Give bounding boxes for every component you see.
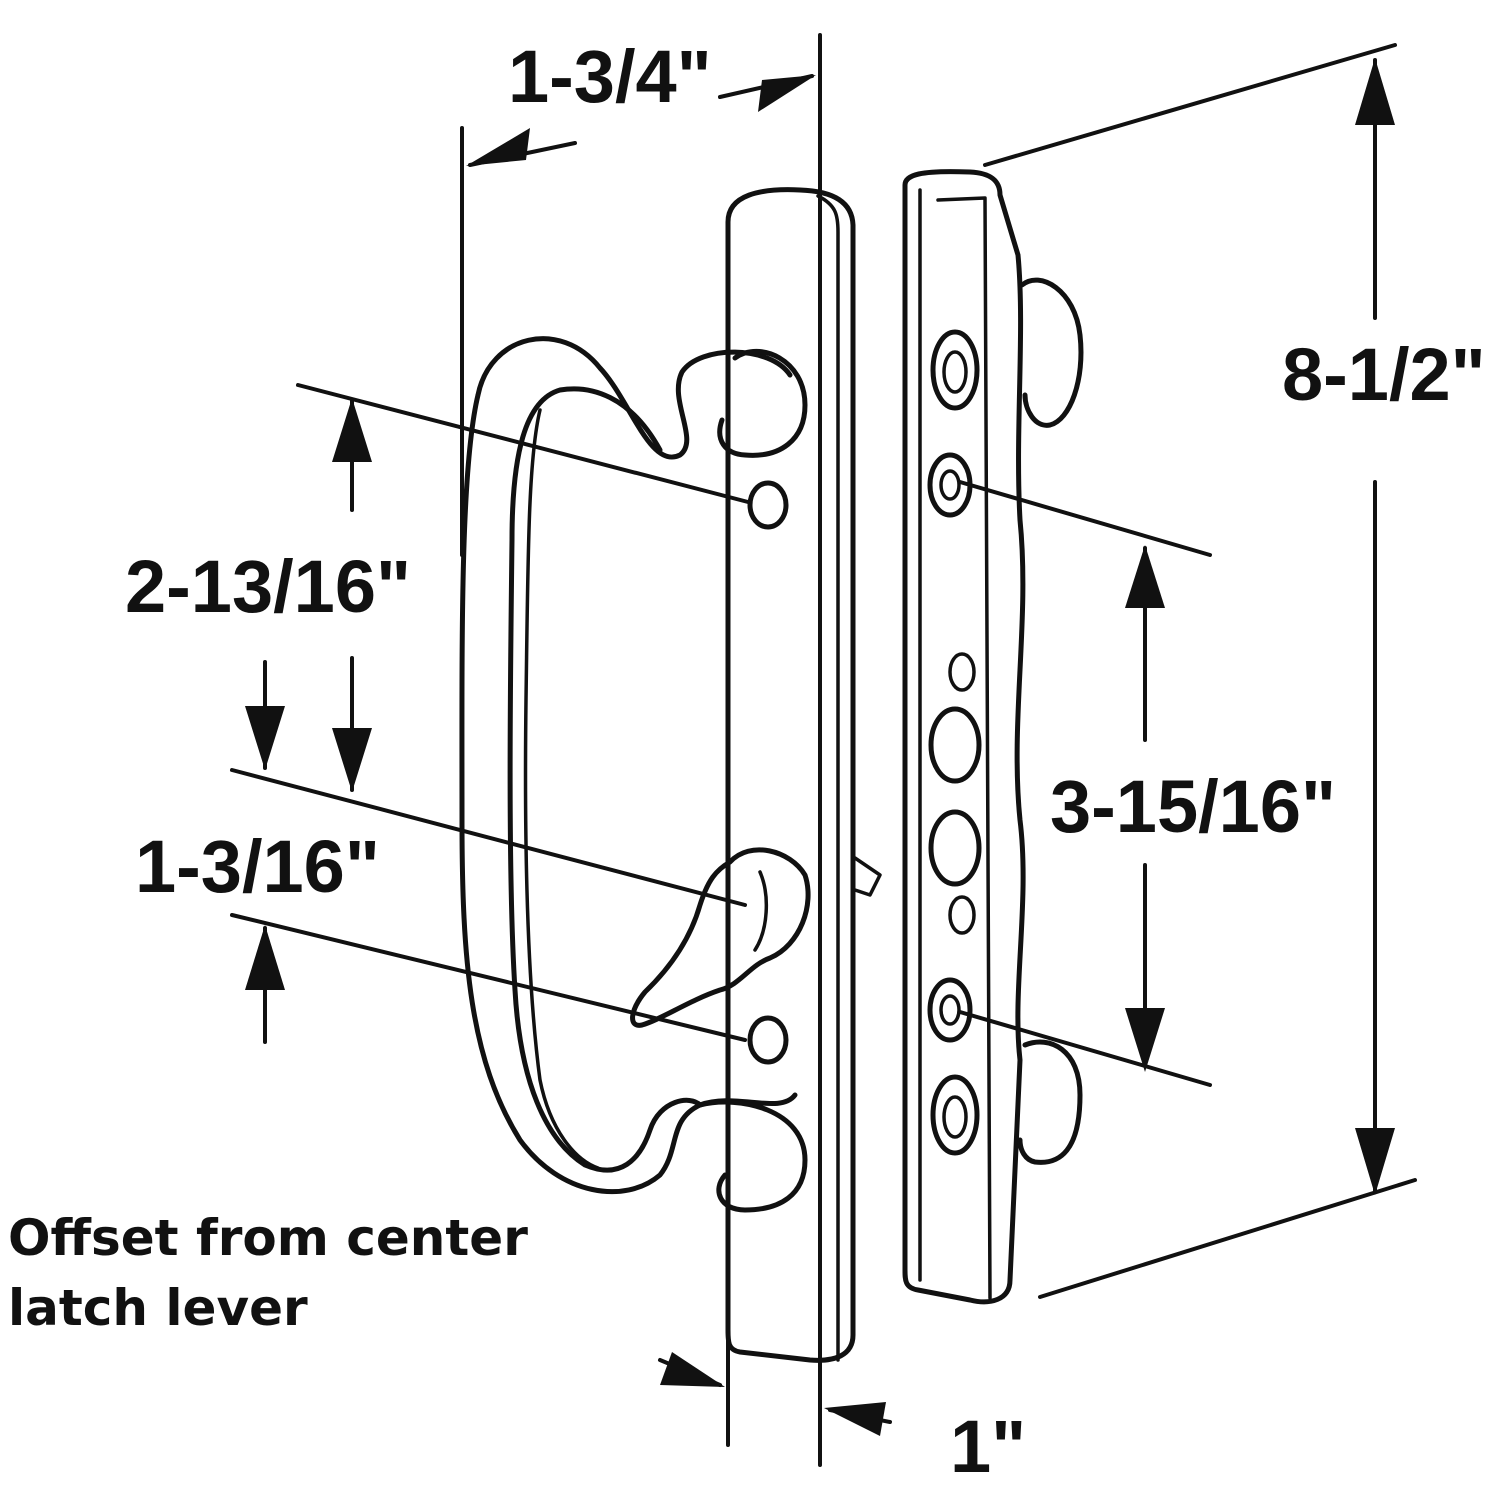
extension-lever — [230, 768, 747, 907]
arrow-spacing-down-icon — [332, 728, 372, 792]
arrow-right-icon — [758, 75, 816, 112]
label-handle-depth: 1-3/4" — [508, 35, 712, 118]
upper-screw-bore — [939, 469, 961, 501]
lower-mounting-hole-icon — [747, 1015, 789, 1065]
arrow-holes-down-icon — [1125, 1008, 1165, 1072]
interior-handle — [902, 169, 1084, 1305]
label-hole-to-lever-spacing: 2-13/16" — [125, 545, 411, 628]
arrow-left-icon — [466, 128, 530, 166]
extension-lower-hole — [958, 1010, 1212, 1087]
arrow-offset-down-icon — [245, 706, 285, 770]
extension-top — [983, 43, 1397, 167]
handle-grip-outer — [459, 336, 798, 1195]
barrel-top-bore — [942, 350, 968, 394]
extension-left-hole — [296, 383, 750, 504]
exterior-pull-handle — [459, 187, 882, 1363]
pin-lower-icon — [948, 895, 976, 935]
arrow-offset-up-icon — [245, 925, 285, 990]
backplate-edge — [816, 194, 840, 1362]
dimension-lines — [230, 33, 1417, 1467]
extension-bottom — [1038, 1178, 1417, 1299]
handle-grip-inner — [507, 386, 703, 1173]
note-line-2: latch lever — [8, 1279, 308, 1337]
extension-upper-hole — [958, 480, 1212, 557]
upper-mounting-hole-icon — [747, 480, 789, 530]
interior-plate — [902, 169, 1026, 1305]
lock-cam-top-icon — [928, 706, 982, 784]
arrow-holes-up-icon — [1125, 545, 1165, 608]
lower-screw-bore — [939, 994, 961, 1026]
interior-plate-inner-edge — [918, 188, 992, 1300]
pin-icon — [948, 652, 976, 692]
arrow-base-right-icon — [660, 1352, 725, 1387]
barrel-top-icon — [930, 329, 980, 411]
note-line-1: Offset from center — [8, 1209, 528, 1267]
lock-cam-bottom-icon — [928, 809, 982, 887]
barrel-bottom-bore — [942, 1095, 968, 1139]
lower-screw-boss-icon — [927, 977, 973, 1043]
extension-left-lower-hole — [230, 913, 747, 1042]
arrow-base-left-icon — [824, 1402, 886, 1436]
arrow-down-icon — [1355, 1128, 1395, 1195]
barrel-bottom-icon — [930, 1074, 980, 1156]
latch-lever — [630, 847, 811, 1028]
label-overall-height: 8-1/2" — [1282, 333, 1486, 416]
handle-backplate — [725, 187, 856, 1363]
interior-upper-cam — [1019, 277, 1084, 428]
label-base-width: 1" — [950, 1405, 1026, 1488]
handle-grip-inner-edge — [523, 408, 600, 1170]
label-lever-offset: 1-3/16" — [135, 825, 380, 908]
lower-boss — [697, 1099, 808, 1213]
upper-boss — [717, 348, 808, 458]
latch-lever-edge — [753, 870, 769, 952]
arrow-up-icon — [1355, 58, 1395, 125]
arrow-spacing-up-icon — [332, 398, 372, 462]
latch-tab — [853, 856, 882, 897]
label-mounting-hole-spacing: 3-15/16" — [1050, 765, 1336, 848]
interior-lower-cam — [1017, 1039, 1083, 1165]
